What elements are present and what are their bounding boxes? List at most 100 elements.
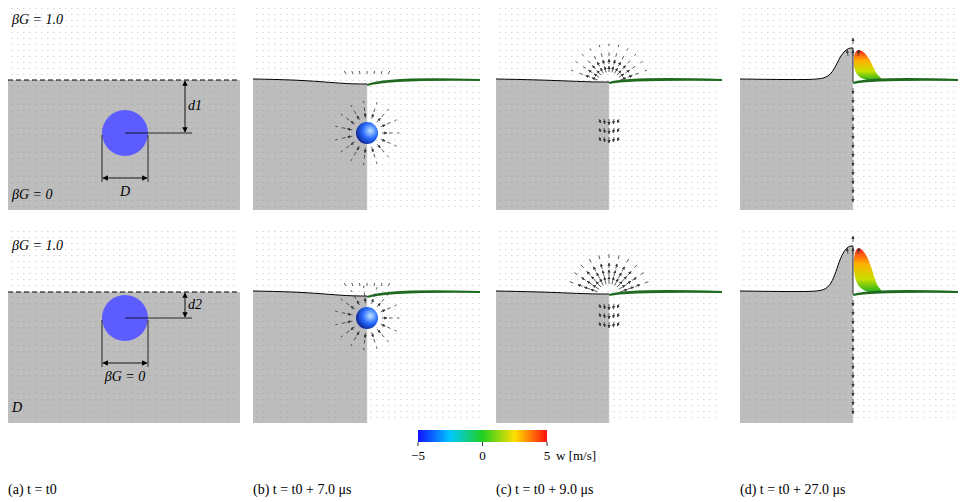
vector-grid [215,176,217,178]
vector-grid [233,92,235,94]
vector-grid [298,116,300,118]
vector-grid [71,188,73,190]
vector-grid [35,98,37,100]
vector-grid [215,128,217,130]
vector-grid [406,20,408,22]
vector-grid [29,134,31,136]
vector-grid [35,176,37,178]
vector-grid [382,92,384,94]
vector-grid [119,92,121,94]
vector-grid [268,26,270,28]
vector-grid [442,110,444,112]
vector-grid [274,110,276,112]
vector-grid [430,50,432,52]
vector-grid [304,62,306,64]
vector-grid [376,8,378,10]
vector-grid [71,68,73,70]
vector-grid [334,62,336,64]
vector-grid [304,8,306,10]
vector-grid [382,8,384,10]
vector-grid [221,14,223,16]
vector-grid [209,146,211,148]
vector-grid [400,92,402,94]
vector-grid [11,68,13,70]
vector-grid [59,110,61,112]
vector-grid [298,44,300,46]
vector-grid [233,152,235,154]
vector-grid [322,68,324,70]
vector-grid [77,158,79,160]
vector-grid [107,32,109,34]
vector-grid [280,86,282,88]
vector-grid [131,110,133,112]
vector-grid [35,38,37,40]
vector-grid [23,38,25,40]
vector-grid [77,116,79,118]
vector-grid [304,44,306,46]
vector-grid [101,20,103,22]
vector-grid [442,98,444,100]
vector-grid [203,104,205,106]
vector-grid [292,98,294,100]
vector-grid [352,20,354,22]
vector-grid [203,116,205,118]
vector-grid [340,26,342,28]
vector-grid [304,26,306,28]
vector-grid [454,44,456,46]
vector-grid [89,176,91,178]
vector-grid [59,74,61,76]
vector-grid [203,158,205,160]
vector-grid [274,92,276,94]
vector-grid [71,158,73,160]
vector-grid [298,68,300,70]
panel [8,5,240,210]
vector-grid [454,20,456,22]
vector-grid [197,146,199,148]
vector-grid [59,56,61,58]
vector-grid [47,68,49,70]
vector-grid [119,200,121,202]
vector-grid [346,98,348,100]
vector-grid [83,206,85,208]
vector-grid [29,92,31,94]
vector-grid [376,26,378,28]
vector-grid [328,44,330,46]
vector-grid [95,110,97,112]
vector-grid [209,182,211,184]
vector-grid [53,122,55,124]
vector-grid [47,44,49,46]
vector-grid [310,92,312,94]
vector-grid [472,110,474,112]
vector-grid [155,116,157,118]
vector-grid [83,74,85,76]
vector-grid [298,50,300,52]
vector-grid [119,68,121,70]
vector-grid [173,134,175,136]
vector-grid [197,128,199,130]
vector-grid [89,206,91,208]
vector-grid [197,14,199,16]
vector-grid [119,20,121,22]
vector-grid [298,104,300,106]
vector-grid [119,176,121,178]
vector-grid [161,140,163,142]
vector-grid [280,74,282,76]
vector-grid [125,98,127,100]
vector-grid [394,92,396,94]
vector-grid [149,68,151,70]
vector-grid [227,122,229,124]
vector-grid [83,8,85,10]
vector-grid [370,68,372,70]
vector-grid [346,20,348,22]
vector-grid [71,74,73,76]
vector-grid [95,86,97,88]
vector-grid [478,8,480,10]
vector-grid [346,86,348,88]
vector-grid [59,38,61,40]
vector-grid [71,182,73,184]
vector-grid [334,14,336,16]
vector-grid [400,74,402,76]
vector-grid [262,44,264,46]
vector-grid [472,8,474,10]
vector-grid [113,86,115,88]
